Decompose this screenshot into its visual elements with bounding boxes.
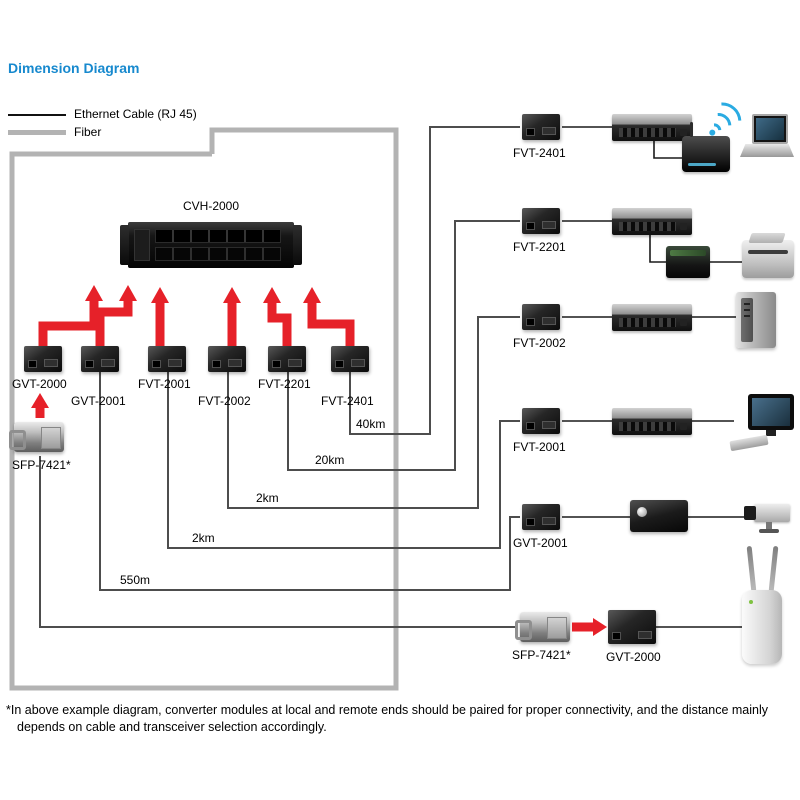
ethernet-switch-row3 <box>612 304 692 331</box>
network-box <box>666 246 710 278</box>
converter-local-gvt-2001 <box>81 346 119 372</box>
link-2km-b <box>167 372 520 549</box>
link-2km-a <box>227 316 520 509</box>
chassis-cvh-2000 <box>120 222 302 268</box>
distance-label-20km: 20km <box>315 453 345 467</box>
red-arrow-gvt2001 <box>95 285 137 348</box>
remote-converter-label: FVT-2001 <box>513 440 566 454</box>
ethernet-switch-row2 <box>612 208 692 235</box>
link-sfp <box>39 456 518 628</box>
laptop-keyboard <box>740 144 794 157</box>
chassis-label: CVH-2000 <box>182 199 240 213</box>
red-arrow-fvt2002 <box>223 287 241 348</box>
monitor <box>748 394 794 430</box>
laptop <box>740 114 794 162</box>
chassis-slot-row-top <box>155 229 281 243</box>
ethernet-link-row2-b <box>649 235 666 263</box>
fiber-loop <box>9 127 399 691</box>
monitor-stand <box>766 430 776 436</box>
camera-lens <box>744 506 756 520</box>
ip-camera <box>742 498 796 538</box>
remote-converter-label: FVT-2002 <box>513 336 566 350</box>
ethernet-switch-row4 <box>612 408 692 435</box>
remote-converter-label: GVT-2001 <box>513 536 568 550</box>
diagram-title: Dimension Diagram <box>8 60 140 76</box>
converter-local-gvt-2000 <box>24 346 62 372</box>
sfp-local-label: SFP-7421* <box>12 458 71 472</box>
converter-local-fvt-2001 <box>148 346 186 372</box>
printer <box>742 240 794 278</box>
sfp-module-remote <box>515 612 570 642</box>
link-550m <box>99 372 520 591</box>
remote-converter-label: FVT-2201 <box>513 240 566 254</box>
local-module-label: FVT-2001 <box>138 377 191 391</box>
sfp-module-local <box>9 422 64 452</box>
ethernet-link-row1-b <box>653 141 682 159</box>
converter-local-fvt-2201 <box>268 346 306 372</box>
camera-base <box>759 529 779 533</box>
camera-mount <box>766 522 772 530</box>
desktop-pc <box>729 394 796 452</box>
converter-remote-fvt-2401 <box>522 114 560 140</box>
distance-label-2km-b: 2km <box>192 531 215 545</box>
link-40km <box>349 126 520 435</box>
ethernet-switch-row1 <box>612 114 692 141</box>
tower-pc <box>736 292 776 348</box>
distance-label-40km: 40km <box>356 417 386 431</box>
footnote-line-1: *In above example diagram, converter mod… <box>6 703 769 717</box>
antenna-icon <box>768 545 779 593</box>
legend-fiber-line <box>8 130 66 135</box>
media-device <box>630 500 688 532</box>
laptop-screen <box>752 114 788 144</box>
distance-label-2km-a: 2km <box>256 491 279 505</box>
converter-remote-gvt-2001 <box>522 504 560 530</box>
legend-ethernet-label: Ethernet Cable (RJ 45) <box>74 107 197 121</box>
access-point-body <box>742 590 782 664</box>
converter-local-fvt-2401 <box>331 346 369 372</box>
local-module-label: FVT-2201 <box>258 377 311 391</box>
local-module-label: FVT-2002 <box>198 394 251 408</box>
chassis-slot-row-bottom <box>155 247 281 261</box>
remote-converter-label: SFP-7421* <box>512 648 571 662</box>
converter-remote-fvt-2001 <box>522 408 560 434</box>
local-module-label: FVT-2401 <box>321 394 374 408</box>
remote-module-label: GVT-2000 <box>606 650 661 664</box>
legend-ethernet-line <box>8 114 66 116</box>
distance-label-550m: 550m <box>120 573 151 587</box>
converter-local-fvt-2002 <box>208 346 246 372</box>
legend-fiber-label: Fiber <box>74 125 102 139</box>
local-module-label: GVT-2000 <box>12 377 67 391</box>
red-arrow-sfp-up <box>31 393 49 418</box>
link-20km <box>287 220 520 471</box>
footnote-line-2: depends on cable and transceiver selecti… <box>17 720 327 734</box>
red-arrow-fvt2001 <box>151 287 169 348</box>
converter-remote-gvt-2000 <box>608 610 656 644</box>
local-module-label: GVT-2001 <box>71 394 126 408</box>
red-arrow-sfp-to-gvt2000 <box>572 618 607 636</box>
converter-remote-fvt-2201 <box>522 208 560 234</box>
red-arrow-fvt2401 <box>303 287 355 348</box>
chassis-power-panel <box>134 229 150 261</box>
camera-body <box>754 504 790 522</box>
converter-remote-fvt-2002 <box>522 304 560 330</box>
antenna-icon <box>746 545 757 593</box>
keyboard <box>729 434 769 452</box>
access-point <box>738 545 788 668</box>
remote-converter-label: FVT-2401 <box>513 146 566 160</box>
wireless-router <box>682 122 730 172</box>
red-arrow-fvt2201 <box>263 287 292 348</box>
red-arrow-gvt2000 <box>38 285 103 348</box>
